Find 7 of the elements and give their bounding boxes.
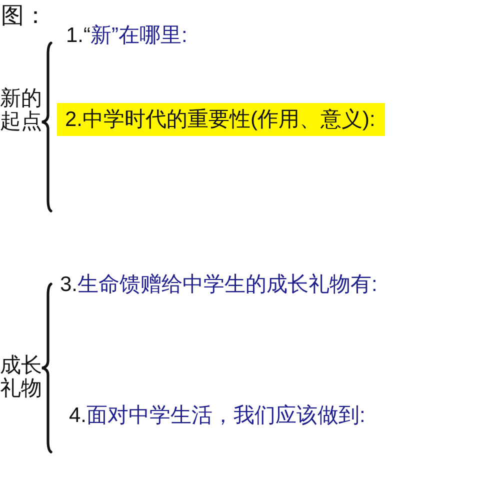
topic-label: 新的起点	[0, 87, 43, 133]
question-text: 3.生命馈赠给中学生的成长礼物有:	[60, 272, 378, 297]
title-text: 图：	[1, 2, 47, 28]
topic-label: 成长礼物	[0, 354, 43, 400]
question-text: 4.面对中学生活，我们应该做到:	[69, 403, 366, 428]
highlighted-question: 2.中学时代的重要性(作用、意义):	[57, 103, 386, 136]
question-text: 1.“新”在哪里:	[66, 23, 188, 48]
